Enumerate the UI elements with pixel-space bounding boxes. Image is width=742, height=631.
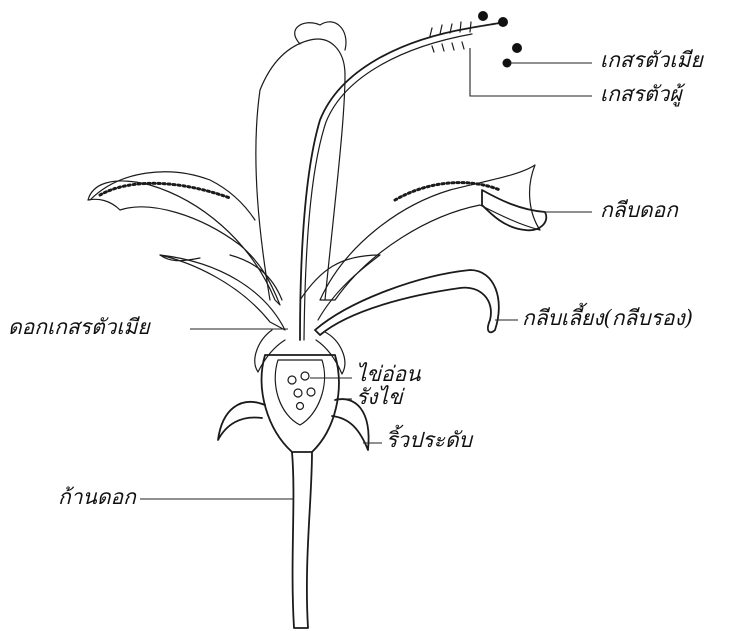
stamens-shape	[430, 22, 471, 52]
label-petal: กลีบดอก	[600, 198, 678, 222]
stigma-shape	[478, 11, 522, 68]
peduncle-shape	[292, 452, 312, 628]
label-ovule: ไข่อ่อน	[356, 362, 421, 386]
label-ovary: รังไข่	[356, 385, 402, 409]
sepals-shape	[160, 255, 499, 335]
label-pistil: ดอกเกสรตัวเมีย	[8, 315, 150, 339]
label-stamen: เกสรตัวผู้	[600, 82, 682, 106]
bracts-shape	[218, 330, 369, 450]
leader-stamen	[470, 48, 592, 96]
style-shape	[300, 22, 505, 340]
label-bract: ริ้วประดับ	[386, 428, 472, 452]
label-stigma: เกสรตัวเมีย	[600, 48, 703, 72]
ovary-shape	[262, 355, 339, 452]
petals-shape	[88, 22, 546, 305]
leader-lines	[140, 48, 592, 499]
label-sepal: กลีบเลี้ยง(กลีบรอง)	[522, 306, 693, 330]
label-peduncle: ก้านดอก	[58, 485, 136, 509]
